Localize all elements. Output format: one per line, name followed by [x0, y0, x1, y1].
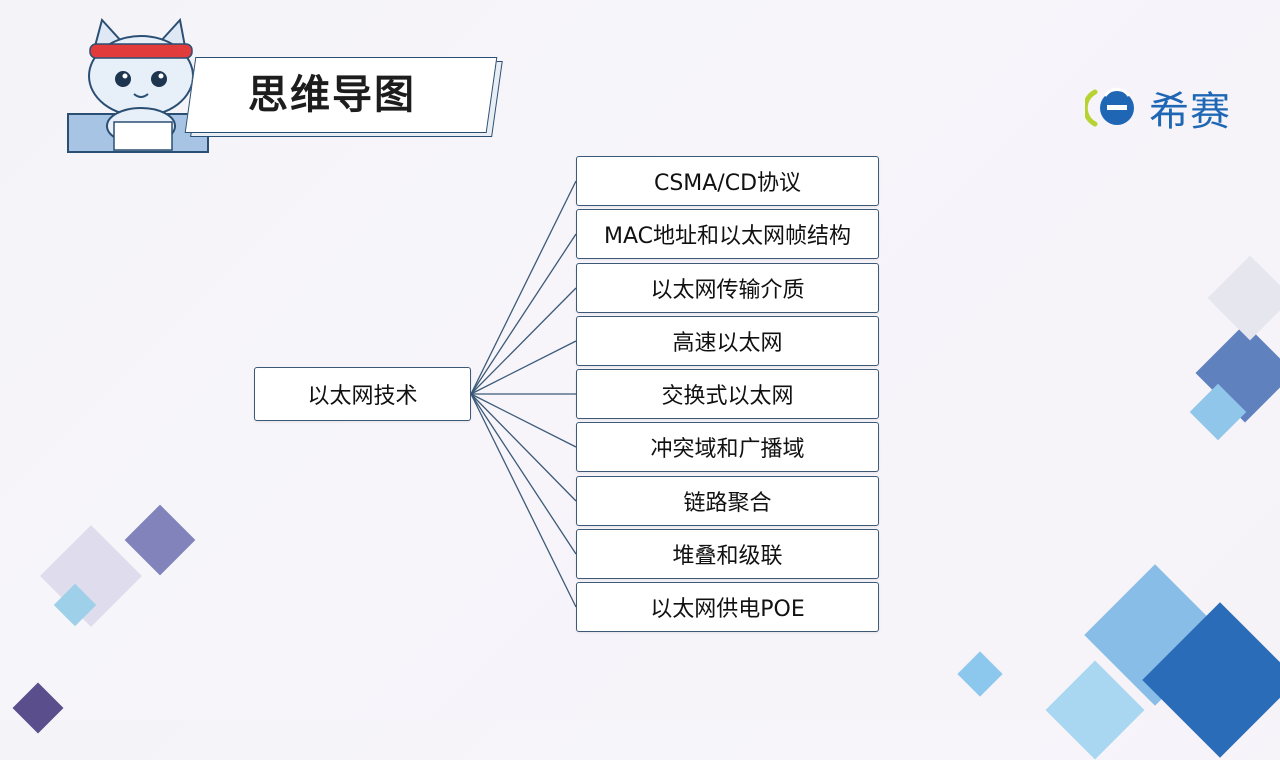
connector-line [470, 180, 577, 395]
mindmap-child-node: 冲突域和广播域 [576, 422, 879, 472]
connector-line [470, 393, 577, 502]
connector-line [470, 393, 577, 448]
mindmap-child-node: MAC地址和以太网帧结构 [576, 209, 879, 259]
mindmap-child-node: 链路聚合 [576, 476, 879, 526]
brand-name: 希赛 [1149, 89, 1231, 135]
brand-mark-icon [1085, 87, 1134, 127]
page-title: 思维导图 [248, 72, 416, 118]
mindmap-child-node: 以太网供电POE [576, 582, 879, 632]
mindmap-connectors [470, 180, 577, 608]
brand-logo: 希赛 [1085, 84, 1255, 135]
connector-line [470, 393, 577, 555]
mindmap-child-node: 以太网传输介质 [576, 263, 879, 313]
mindmap-child-node: CSMA/CD协议 [576, 156, 879, 206]
mindmap-child-node: 堆叠和级联 [576, 529, 879, 579]
connector-line [470, 233, 577, 395]
mindmap-root-node: 以太网技术 [254, 367, 471, 421]
mindmap-child-node: 交换式以太网 [576, 369, 879, 419]
mindmap-child-node: 高速以太网 [576, 316, 879, 366]
connector-line [470, 287, 577, 395]
connector-line [470, 393, 577, 608]
connector-line [470, 340, 577, 395]
